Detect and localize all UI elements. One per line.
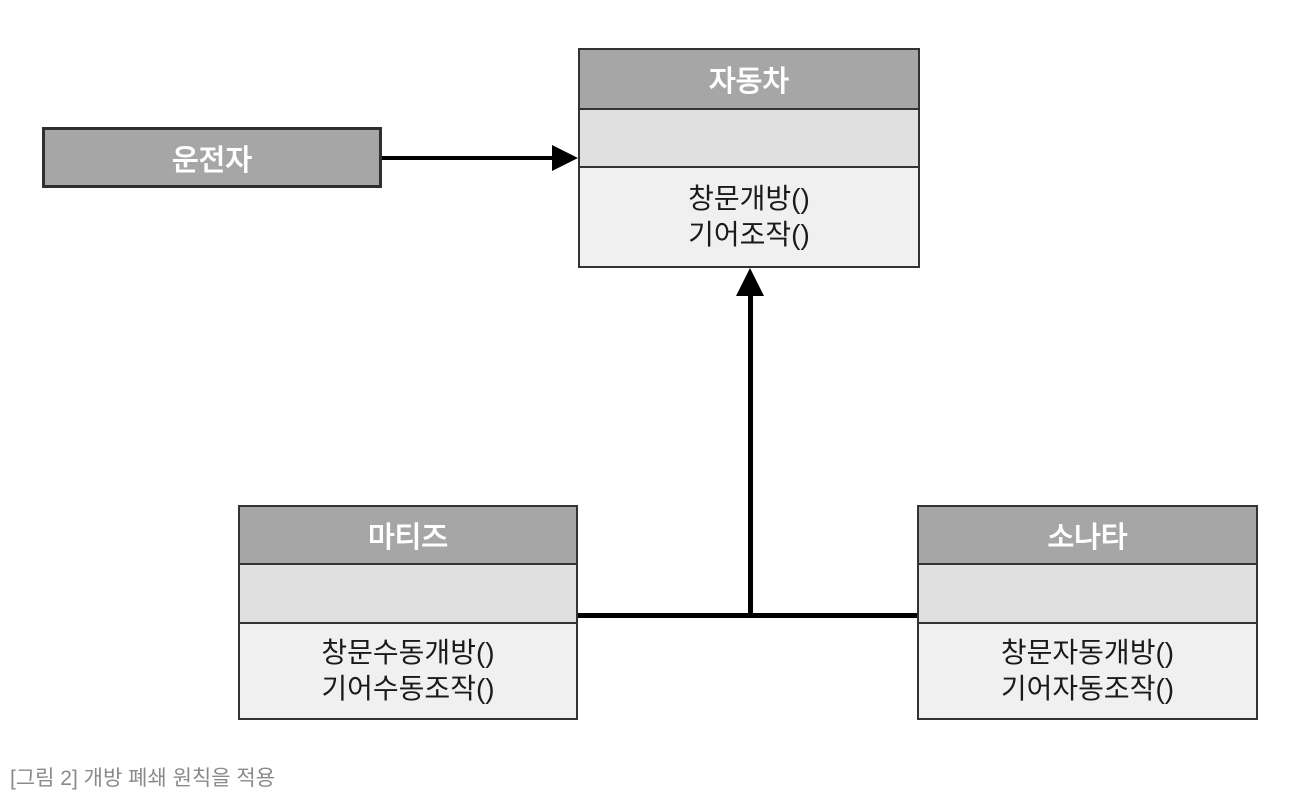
method-label: 창문개방() (688, 183, 810, 215)
association-line (382, 156, 554, 160)
class-methods-sonata: 창문자동개방() 기어자동조작() (919, 624, 1256, 718)
method-label: 창문자동개방() (1000, 637, 1175, 669)
actor-box-driver: 운전자 (42, 127, 382, 188)
method-label: 기어자동조작() (1000, 673, 1175, 704)
class-title-matiz: 마티즈 (240, 507, 576, 565)
arrowhead-up-icon (736, 268, 764, 296)
class-title-car: 자동차 (580, 50, 918, 110)
method-label: 기어수동조작() (321, 673, 495, 704)
class-methods-car: 창문개방() 기어조작() (580, 168, 918, 266)
arrowhead-right-icon (552, 145, 578, 171)
method-label: 기어조작() (688, 219, 810, 250)
figure-caption: [그림 2] 개방 폐쇄 원칙을 적용 (10, 767, 276, 790)
class-box-sonata: 소나타 창문자동개방() 기어자동조작() (917, 505, 1258, 720)
actor-label: 운전자 (171, 144, 253, 177)
method-label: 창문수동개방() (321, 637, 495, 669)
class-box-car: 자동차 창문개방() 기어조작() (578, 48, 920, 268)
generalization-line (748, 294, 753, 618)
class-box-matiz: 마티즈 창문수동개방() 기어수동조작() (238, 505, 578, 720)
class-attributes-matiz-empty (240, 565, 576, 624)
class-title-sonata: 소나타 (919, 507, 1256, 565)
class-methods-matiz: 창문수동개방() 기어수동조작() (240, 624, 576, 718)
class-attributes-sonata-empty (919, 565, 1256, 624)
sibling-connector-line (578, 613, 917, 618)
class-attributes-car-empty (580, 110, 918, 168)
